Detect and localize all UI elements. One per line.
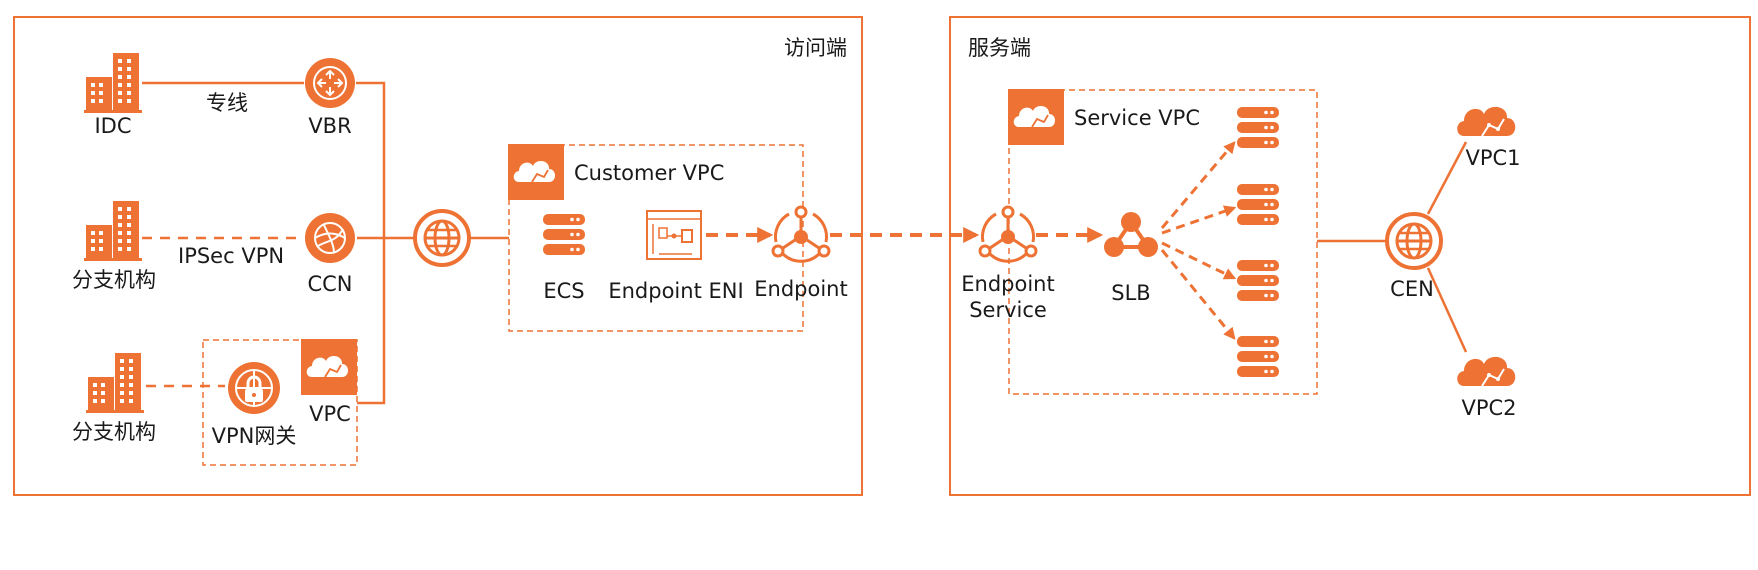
cloud-vpc-icon — [301, 339, 357, 395]
server-icon — [1237, 260, 1279, 301]
client-panel — [13, 16, 863, 496]
server-icon — [1237, 107, 1279, 148]
vbr-router-icon — [305, 58, 355, 108]
vpn-gateway-label: VPN网关 — [211, 424, 297, 448]
leased-line-label: 专线 — [206, 91, 248, 115]
server-panel — [949, 16, 1751, 496]
endpoint-service-label-line2: Service — [969, 298, 1047, 322]
globe-network-icon — [413, 209, 471, 267]
slb-to-server2-arrow — [1161, 205, 1237, 235]
vbr-bus-link — [356, 81, 386, 405]
slb-label: SLB — [1111, 281, 1151, 305]
server-panel-title: 服务端 — [968, 36, 1031, 60]
vbr-label: VBR — [308, 114, 352, 138]
vpn-vpc-group — [202, 339, 358, 466]
cen-label: CEN — [1390, 277, 1434, 301]
slb-to-server4-arrow — [1160, 249, 1236, 340]
server-icon — [543, 214, 585, 255]
building-icon — [84, 53, 142, 113]
endpoint-service-label-line1: Endpoint — [961, 272, 1055, 296]
globe-network-icon — [1385, 212, 1443, 270]
vpc1-label: VPC1 — [1465, 146, 1521, 170]
cloud-icon — [1456, 355, 1517, 387]
server-icon — [1237, 184, 1279, 225]
cloud-vpc-icon — [1008, 89, 1064, 145]
server-icon — [1237, 336, 1279, 377]
branch-office-label: 分支机构 — [72, 420, 156, 444]
ecs-label: ECS — [543, 279, 585, 303]
service-vpc-label: Service VPC — [1074, 106, 1200, 130]
vpn-gateway-lock-icon — [228, 362, 280, 414]
vpc2-label: VPC2 — [1461, 396, 1517, 420]
cen-vpc1-link — [1426, 141, 1468, 215]
endpoint-eni-label: Endpoint ENI — [608, 279, 744, 303]
branch-office-label: 分支机构 — [72, 268, 156, 292]
slb-to-server1-arrow — [1160, 141, 1236, 229]
vpc-label: VPC — [309, 402, 351, 426]
customer-vpc-label: Customer VPC — [574, 161, 725, 185]
cloud-vpc-icon — [508, 144, 564, 200]
cloud-icon — [1456, 105, 1517, 137]
ccn-label: CCN — [307, 272, 353, 296]
endpoint-icon — [978, 205, 1038, 263]
building-icon — [86, 353, 144, 413]
slb-to-server3-arrow — [1161, 241, 1237, 280]
idc-label: IDC — [94, 114, 132, 138]
network-card-icon — [646, 210, 702, 260]
slb-icon — [1104, 212, 1158, 257]
ccn-icon — [305, 213, 355, 263]
ipsec-vpn-label: IPSec VPN — [178, 244, 285, 268]
building-icon — [84, 201, 142, 261]
endpoint-icon — [771, 205, 831, 263]
cen-vpc2-link — [1426, 267, 1468, 353]
endpoint-label: Endpoint — [754, 277, 848, 301]
client-panel-title: 访问端 — [784, 36, 847, 60]
